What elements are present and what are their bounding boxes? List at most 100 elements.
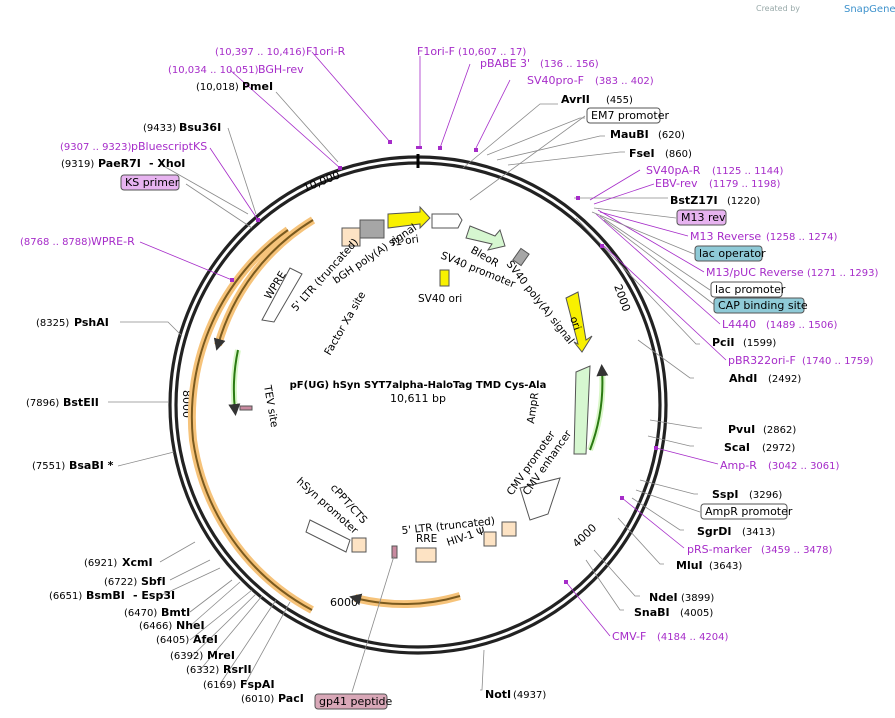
plasmid-name: pF(UG) hSyn SYT7alpha-HaloTag TMD Cys-Al…: [290, 380, 547, 391]
enzyme-bsmbi: BsmBI: [86, 589, 125, 602]
enzyme-snabi: SnaBI: [634, 606, 670, 619]
primer-mark-pbabe: [438, 146, 442, 150]
lac-operator-label: lac operator: [699, 247, 766, 260]
ltr-b-box: [501, 521, 517, 537]
tev-box: [239, 405, 253, 411]
label-tev: TEV site: [261, 383, 280, 428]
m13rev-label: M13 rev: [681, 211, 726, 224]
enzyme-pmei-pos: (10,018): [196, 82, 239, 93]
cmv-promoter-arrow: [519, 477, 561, 521]
primer-mark-pbr322: [600, 244, 604, 248]
tick-10000: 10,000: [301, 168, 342, 194]
label-sv40ori: SV40 ori: [418, 293, 462, 305]
enzyme-paer7i: PaeR7I: [98, 157, 141, 170]
primer-l4440: L4440: [722, 318, 756, 331]
enzyme-bstz17i-pos: (1220): [727, 196, 760, 207]
enzyme-xcmi-pos: (6921): [84, 558, 117, 569]
ks-primer-label: KS primer: [125, 176, 180, 189]
enzyme-sspi-pos: (3296): [749, 490, 782, 501]
enzyme-afei: AfeI: [193, 633, 218, 646]
enzyme-ahdi-pos: (2492): [768, 374, 801, 385]
enzyme-sgrdi-pos: (3413): [742, 527, 775, 538]
primer-mark-f1ori-r: [388, 140, 392, 144]
enzyme-esp3i: - Esp3I: [133, 589, 175, 602]
label-ampr: AmpR: [525, 392, 541, 425]
primer-bgh-rev: BGH-rev: [258, 63, 304, 76]
plasmid-size: 10,611 bp: [390, 392, 446, 405]
enzyme-noti: NotI: [485, 688, 511, 701]
enzyme-maubi-pos: (620): [658, 130, 685, 141]
enzyme-bsabi-pos: (7551): [32, 461, 65, 472]
lac-operator-box: [694, 245, 763, 262]
primer-mark-sv40pa: [576, 196, 580, 200]
enzyme-pcii: PciI: [712, 336, 734, 349]
enzyme-ndei-pos: (3899): [681, 593, 714, 604]
wpre-box: [261, 267, 303, 323]
m13rev-box: [676, 209, 727, 226]
enzyme-scai-pos: (2972): [762, 443, 795, 454]
primer-ebv-rev: EBV-rev: [655, 177, 698, 190]
ampr-promoter-box: [700, 503, 788, 520]
primer-f1ori-r-pos: (10,397 .. 10,416): [215, 47, 306, 58]
primer-mark-bgh-rev: [338, 166, 342, 170]
enzyme-fspai-pos: (6169): [203, 680, 236, 691]
enzyme-bmti-pos: (6470): [124, 608, 157, 619]
label-factor-xa: Factor Xa site: [322, 290, 368, 358]
cap-box: [713, 297, 805, 314]
enzyme-ndei: NdeI: [649, 591, 678, 604]
enzyme-nhei: NheI: [176, 619, 205, 632]
primer-mark-wpre-r: [230, 278, 234, 282]
enzyme-pvui-pos: (2862): [763, 425, 796, 436]
credit-text: Created by: [756, 4, 800, 13]
enzyme-scai: ScaI: [724, 441, 750, 454]
primer-f1ori-f: F1ori-F: [417, 45, 455, 58]
gp41-peptide-box: [314, 693, 388, 710]
primer-pbr322ori-f-pos: (1740 .. 1759): [802, 356, 874, 367]
primer-amp-r: Amp-R: [720, 459, 757, 472]
primer-m13-reverse-pos: (1258 .. 1274): [766, 232, 838, 243]
tick-4000: 4000: [570, 521, 599, 550]
tick-6000: 6000: [330, 596, 358, 609]
primer-wpre-r: WPRE-R: [91, 235, 135, 248]
ori-arrow: [565, 291, 593, 353]
enzyme-pvui: PvuI: [728, 423, 755, 436]
green-arc-left: [228, 349, 241, 416]
snapgene-logo: SnapGene: [844, 4, 895, 15]
enzyme-sbfi: SbfI: [141, 575, 166, 588]
primer-mark-prs: [620, 496, 624, 500]
enzyme-nhei-pos: (6466): [139, 621, 172, 632]
primer-wpre-r-pos: (8768 .. 8788): [20, 237, 92, 248]
wpre-arc: [213, 219, 314, 351]
primer-pbabe: pBABE 3': [480, 57, 530, 70]
label-f1ori: f1 ori: [391, 233, 420, 249]
primer-prs-marker-pos: (3459 .. 3478): [761, 545, 833, 556]
enzyme-paci: PacI: [278, 692, 304, 705]
enzyme-snabi-pos: (4005): [680, 608, 713, 619]
bleor-arrow: [465, 225, 506, 251]
enzyme-pshai-pos: (8325): [36, 318, 69, 329]
primer-sv40pa-r-pos: (1125 .. 1144): [712, 166, 784, 177]
enzyme-mrei-pos: (6392): [170, 651, 203, 662]
enzyme-xcmi: XcmI: [122, 556, 153, 569]
primer-amp-r-pos: (3042 .. 3061): [768, 461, 840, 472]
primer-m13puc-reverse: M13/pUC Reverse: [706, 266, 804, 279]
enzyme-paci-pos: (6010): [241, 694, 274, 705]
enzyme-avrii: AvrII: [561, 93, 590, 106]
enzyme-bsu36i: Bsu36I: [179, 121, 221, 134]
primer-pbluescriptks: pBluescriptKS: [131, 140, 207, 153]
enzyme-bsmbi-pos: (6651): [49, 591, 82, 602]
sv40ori-box: [439, 269, 450, 287]
sv40pa-box: [512, 247, 530, 267]
primer-prs-marker: pRS-marker: [687, 543, 752, 556]
lac-promoter-box: [710, 281, 783, 298]
enzyme-sgrdi: SgrDI: [697, 525, 731, 538]
enzyme-bsabi: BsaBI *: [69, 459, 114, 472]
enzyme-sbfi-pos: (6722): [104, 577, 137, 588]
cap-label: CAP binding site: [718, 299, 808, 312]
enzyme-bsteii: BstEII: [63, 396, 99, 409]
primer-mark-cmv-f: [564, 580, 568, 584]
em7-label: EM7 promoter: [591, 109, 669, 122]
primer-bgh-rev-pos: (10,034 .. 10,051): [168, 65, 259, 76]
enzyme-pmei: PmeI: [242, 80, 273, 93]
primer-pbr322ori-f: pBR322ori-F: [728, 354, 796, 367]
